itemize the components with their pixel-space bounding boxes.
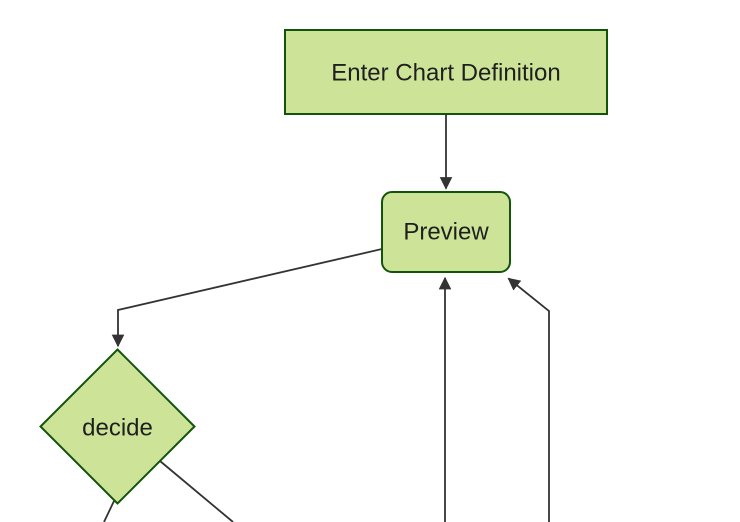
node-preview: Preview bbox=[381, 191, 511, 273]
node-decide: decide bbox=[39, 348, 196, 505]
node-enter-chart-definition-label: Enter Chart Definition bbox=[331, 60, 560, 87]
node-decide-shape bbox=[39, 348, 196, 505]
node-enter-chart-definition: Enter Chart Definition bbox=[284, 29, 608, 115]
node-preview-label: Preview bbox=[403, 219, 489, 246]
edge-decide-to-offscreen-middle bbox=[159, 460, 234, 522]
edge-offscreen-bottom-right-to-preview bbox=[507, 277, 550, 522]
edge-decide-to-offscreen-left bbox=[103, 500, 115, 522]
node-preview-shape bbox=[381, 191, 511, 273]
edge-layer bbox=[103, 114, 550, 522]
node-decide-label: decide bbox=[82, 415, 153, 442]
node-enter-chart-definition-shape bbox=[284, 29, 608, 115]
edge-preview-to-decide bbox=[111, 248, 383, 348]
